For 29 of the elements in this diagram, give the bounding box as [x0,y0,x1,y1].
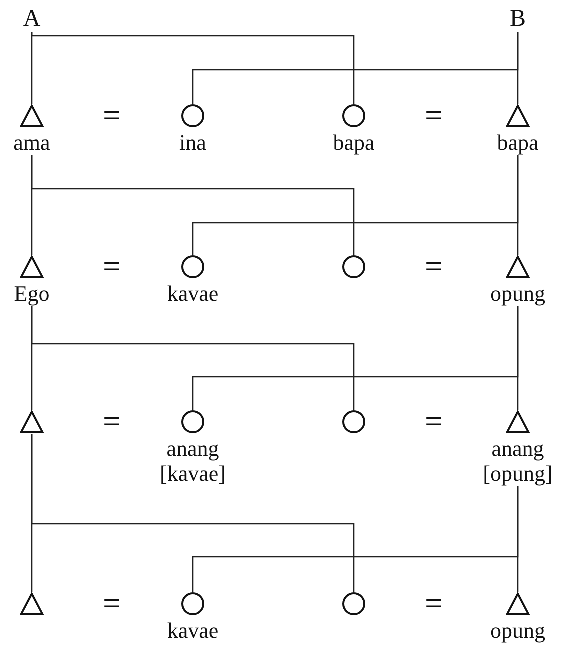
sibling-line [192,306,519,410]
sibling-line [192,486,519,592]
marriage-sign: = [102,250,122,282]
marriage-sign: = [102,99,122,131]
kin-term: bapa [497,130,539,155]
kin-term: Ego [14,281,50,306]
sibling-line [192,32,519,104]
marriage-sign: = [424,405,444,437]
kin-term: anang [opung] [482,436,554,486]
marriage-sign: = [424,99,444,131]
lineage-label: B [510,6,526,32]
sibling-line [31,306,355,410]
marriage-sign: = [424,587,444,619]
marriage-sign: = [102,405,122,437]
kin-term: kavae [167,618,219,643]
sibling-line [31,32,355,104]
kin-term: opung [490,281,546,306]
kin-term: kavae [167,281,219,306]
kin-term: anang [kavae] [159,436,227,486]
marriage-sign: = [102,587,122,619]
kin-term: ina [180,130,206,155]
kin-term: opung [490,618,546,643]
kin-term: bapa [333,130,375,155]
sibling-line [31,434,355,592]
lineage-label: A [23,6,41,32]
marriage-sign: = [424,250,444,282]
kin-term: ama [14,130,50,155]
sibling-line [192,155,519,255]
sibling-line [31,155,355,255]
